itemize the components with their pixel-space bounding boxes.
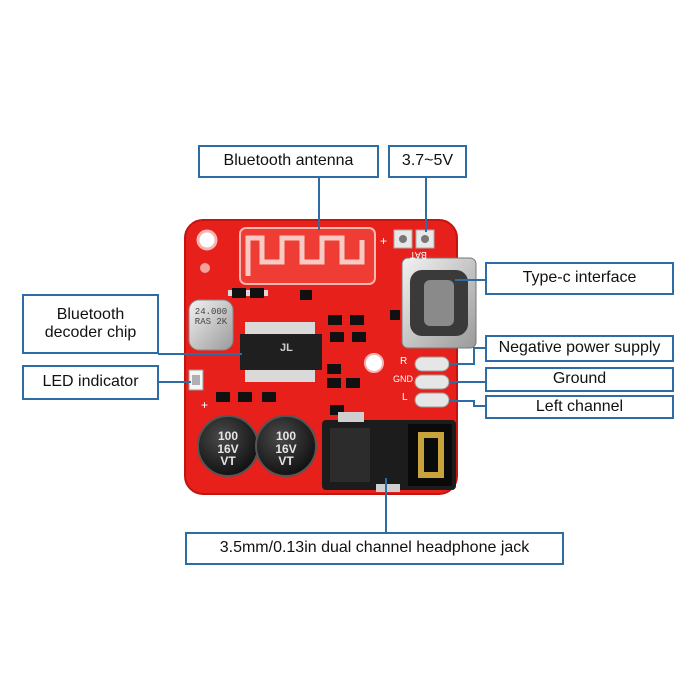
crystal-label-line2: RAS 2K [194,316,228,327]
crystal-label: 24.000 RAS 2K [192,307,230,328]
callout-typec-interface: Type-c interface [485,262,674,295]
mounting-hole-top-left [196,229,218,251]
leader-voltage-vertical [425,176,427,232]
leader-typec-horizontal [455,279,485,281]
leader-decoder-horizontal [158,353,242,355]
chip-logo: JL [280,342,293,354]
leader-ground-horizontal [449,381,486,383]
capacitor-right-label: 100 16V VT [260,430,312,468]
callout-led-indicator: LED indicator [22,365,159,400]
callout-bluetooth-decoder-line1: Bluetooth [56,305,125,323]
leader-negative-horizontal [449,363,473,365]
antenna-trace [245,235,365,276]
capacitor-right [256,416,316,476]
pad-r-label: R [400,356,408,367]
capacitor-left-line3: VT [220,454,236,469]
crystal-label-line1: 24.000 [194,307,228,317]
crystal-oscillator [188,299,234,351]
capacitor-left-label: 100 16V VT [202,430,254,468]
callout-voltage: 3.7~5V [388,145,467,178]
decoder-chip-pins [245,322,315,382]
capacitor-right-line1: 100 [275,429,297,443]
bluetooth-decoder-chip [240,334,322,370]
callout-headphone-jack: 3.5mm/0.13in dual channel headphone jack [185,532,564,565]
plus-top: + [380,234,388,248]
leader-left-to-box [473,405,486,407]
callout-bluetooth-decoder-chip: Bluetooth decoder chip [22,294,159,354]
callout-left-channel: Left channel [485,395,674,419]
capacitor-left [198,416,258,476]
leader-left-horizontal [449,400,473,402]
capacitor-left-line2: 16V [217,441,239,456]
callout-ground: Ground [485,367,674,392]
pad-l-label: L [402,392,408,403]
callout-bluetooth-decoder-line2: decoder chip [44,324,137,341]
leader-negative-vertical [473,347,475,365]
pad-gnd-label: GND [393,374,413,384]
capacitor-right-line2: 16V [275,441,297,456]
leader-jack-vertical [385,478,387,534]
mounting-hole-right [364,353,384,373]
callout-negative-power-supply: Negative power supply [485,335,674,362]
leader-negative-to-box [473,347,486,349]
plus-bottom: + [201,398,209,412]
leader-left-vertical [473,400,475,407]
leader-antenna-vertical [318,175,320,230]
capacitor-right-line3: VT [278,454,294,469]
leader-led-horizontal [158,381,191,383]
bat-label: BAT [410,250,427,260]
callout-bluetooth-antenna: Bluetooth antenna [198,145,379,178]
capacitor-left-line1: 100 [217,429,239,443]
